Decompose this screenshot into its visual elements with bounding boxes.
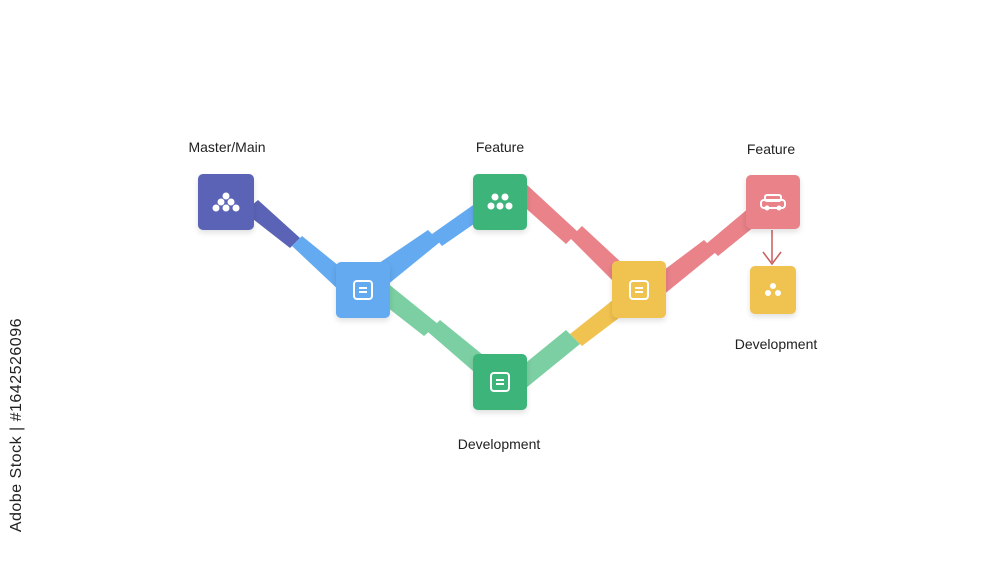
small-dots-icon <box>765 283 781 296</box>
list-box-icon <box>629 279 649 300</box>
label-development-right: Development <box>734 336 818 352</box>
label-master: Master/Main <box>188 139 266 155</box>
node-yellow <box>612 261 666 318</box>
arrow-head <box>762 251 782 266</box>
label-development-bottom: Development <box>457 436 541 452</box>
connector-master-to-blue <box>244 200 300 248</box>
list-box-icon <box>490 372 510 392</box>
node-feature-2 <box>746 175 800 229</box>
car-icon <box>760 194 786 211</box>
connector-feature-to-yellow <box>512 184 578 244</box>
label-feature-1: Feature <box>475 139 525 155</box>
node-master <box>198 174 254 230</box>
connector-development-to-yellow <box>512 330 580 388</box>
list-box-icon <box>353 280 373 300</box>
people-group-icon <box>487 193 513 210</box>
node-blue <box>336 262 390 318</box>
label-feature-2: Feature <box>746 141 796 157</box>
node-development <box>473 354 527 410</box>
node-feature-1 <box>473 174 527 230</box>
pyramid-dots-icon <box>212 192 240 212</box>
node-development-small <box>750 266 796 314</box>
stock-watermark: Adobe Stock | #1642526096 <box>8 318 25 533</box>
